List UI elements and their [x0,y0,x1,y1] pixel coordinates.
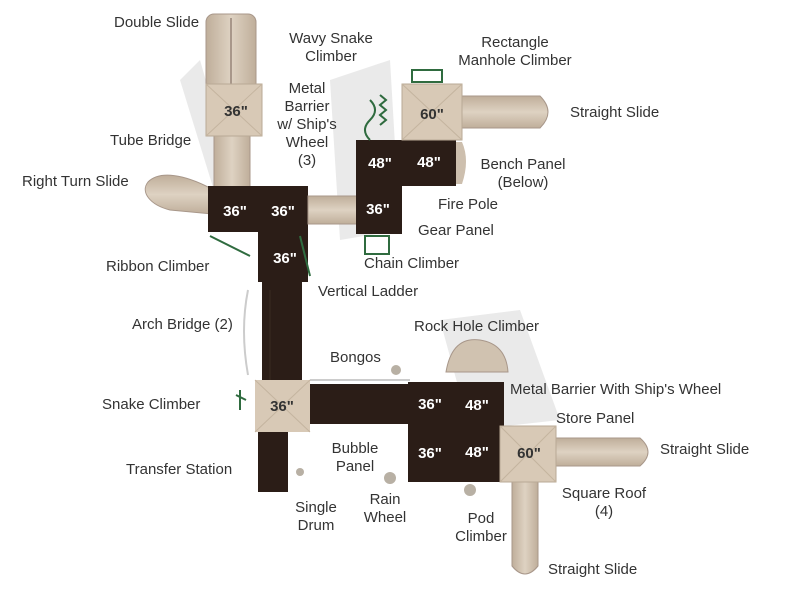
label-tube-bridge: Tube Bridge [110,132,192,149]
straight-slide-bottom [511,479,539,575]
double-slide [205,13,257,95]
green-climbers [209,69,443,410]
roof-lower-left [254,379,311,433]
label-metal-barrier-with-ships-wheel: Metal Barrier With Ship's Wheel [510,381,722,398]
deck-height-label: 36" [418,396,442,413]
deck-height-label: 48" [465,397,489,414]
deck-height-label: 36" [224,103,248,120]
deck-lower-right-4 [456,432,504,482]
arch-bridge [262,282,302,382]
deck-upper-right-2 [402,140,456,186]
roof-double-slide [205,83,263,137]
rock-hole-climber [445,339,509,373]
label-double-slide: Double Slide [114,14,200,31]
deck-upper-left-1 [208,186,258,232]
label-gear-panel: Gear Panel [418,222,494,239]
deck-height-label: 48" [417,154,441,171]
label-snake-climber: Snake Climber [102,396,201,413]
roof-upper-right [401,83,463,141]
deck-height-label: 36" [418,445,442,462]
rain-wheel [384,472,396,484]
roof-lower-right [499,425,557,483]
deck-lower-right-2 [456,382,504,432]
label-square-roof: Square Roof(4) [561,485,647,520]
label-arch-bridge: Arch Bridge (2) [132,316,233,333]
bench-panel [456,142,466,184]
deck-height-label: 48" [465,444,489,461]
label-bench-panel: Bench Panel(Below) [480,156,566,191]
deck-upper-right-3 [356,186,402,234]
label-straight-slide-right: Straight Slide [660,441,750,458]
label-store-panel: Store Panel [556,410,635,427]
label-ribbon-climber: Ribbon Climber [106,258,210,275]
deck-upper-left-3 [258,232,308,282]
deck-height-label: 36" [271,203,295,220]
deck-height-label: 48" [368,155,392,172]
bridge-lower [310,384,410,424]
deck-lower-right-3 [408,432,456,482]
label-bongos: Bongos [330,349,381,366]
label-transfer-station: Transfer Station [126,461,233,478]
label-straight-slide-top: Straight Slide [570,104,660,121]
deck-lower-right-1 [408,382,456,432]
deck-height-label: 60" [420,106,444,123]
deck-height-label: 36" [223,203,247,220]
transfer-station [258,432,288,492]
deck-height-label: 36" [270,398,294,415]
deck-height-label: 60" [517,445,541,462]
bridge-upper [307,195,359,225]
single-drum [296,468,304,476]
deck-height-label: 36" [366,201,390,218]
deck-upper-right-1 [356,140,402,186]
deck-upper-left-2 [258,186,308,232]
label-vertical-ladder: Vertical Ladder [318,283,419,300]
pod-climber [464,484,476,496]
tube-bridge [213,129,251,191]
label-fire-pole: Fire Pole [438,196,499,213]
right-turn-slide [144,174,213,215]
label-right-turn-slide: Right Turn Slide [22,173,129,190]
label-chain-climber: Chain Climber [364,255,460,272]
deck-height-label: 36" [273,250,297,267]
straight-slide-right [549,437,649,467]
bongos [391,365,401,375]
label-straight-slide-bottom: Straight Slide [548,561,638,578]
label-rock-hole-climber: Rock Hole Climber [414,318,540,335]
straight-slide-top [461,95,549,129]
